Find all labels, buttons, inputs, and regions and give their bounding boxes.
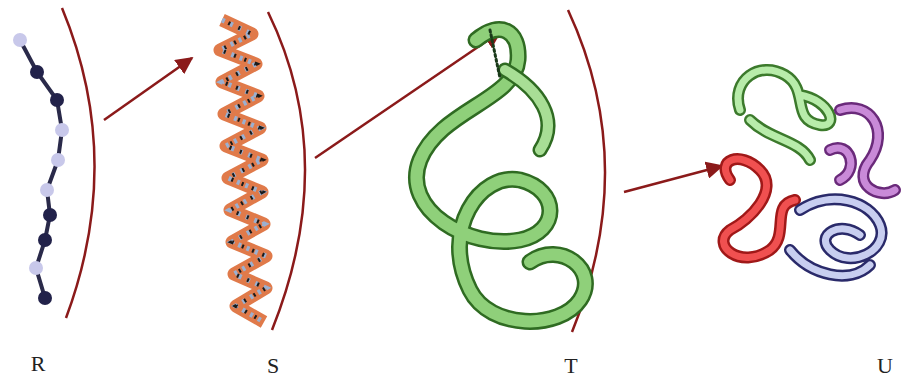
amino-acid-chain (13, 33, 69, 305)
level-letter: T (564, 355, 577, 377)
tertiary-fold (416, 30, 585, 322)
quaternary-structure (724, 70, 895, 276)
level-letter: U (877, 355, 893, 377)
bracket (62, 8, 605, 332)
level-letter: S (267, 355, 279, 377)
level-letter: R (31, 353, 46, 375)
alpha-helix (220, 20, 266, 322)
